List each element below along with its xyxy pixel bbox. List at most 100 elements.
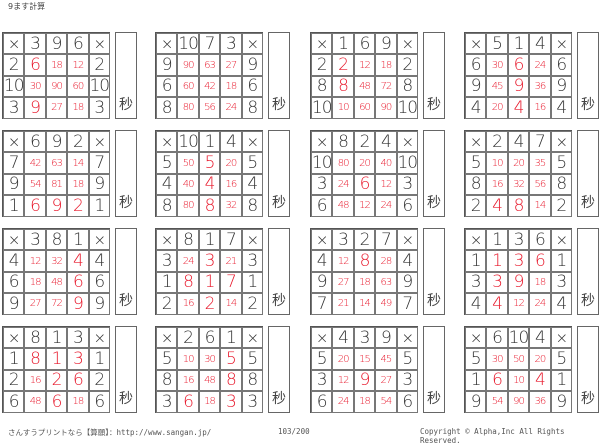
answer-cell[interactable]: 6: [67, 369, 89, 392]
answer-cell[interactable]: 48: [332, 195, 354, 217]
answer-cell[interactable]: 80: [177, 97, 199, 119]
answer-cell[interactable]: 1: [198, 271, 221, 294]
answer-cell[interactable]: 3: [220, 391, 242, 413]
answer-cell[interactable]: 50: [177, 152, 199, 174]
answer-cell[interactable]: 56: [529, 173, 551, 196]
answer-cell[interactable]: 18: [198, 391, 221, 413]
answer-cell[interactable]: 8: [353, 250, 376, 272]
answer-cell[interactable]: 30: [198, 348, 221, 370]
answer-cell[interactable]: 9: [507, 271, 530, 294]
answer-cell[interactable]: 60: [177, 75, 199, 98]
answer-cell[interactable]: 28: [375, 250, 397, 272]
answer-cell[interactable]: 24: [332, 391, 354, 413]
answer-cell[interactable]: 1: [45, 348, 68, 370]
answer-cell[interactable]: 24: [332, 173, 354, 196]
answer-cell[interactable]: 18: [220, 75, 242, 98]
answer-cell[interactable]: 36: [529, 75, 551, 98]
seconds-box[interactable]: 秒: [577, 326, 599, 413]
answer-cell[interactable]: 18: [353, 271, 376, 294]
answer-cell[interactable]: 3: [67, 348, 89, 370]
answer-cell[interactable]: 24: [220, 97, 242, 119]
answer-cell[interactable]: 56: [198, 97, 221, 119]
seconds-box[interactable]: 秒: [423, 130, 445, 217]
answer-cell[interactable]: 14: [220, 293, 242, 315]
answer-cell[interactable]: 24: [177, 250, 199, 272]
answer-cell[interactable]: 24: [375, 195, 397, 217]
answer-cell[interactable]: 16: [220, 173, 242, 196]
answer-cell[interactable]: 54: [486, 391, 508, 413]
answer-cell[interactable]: 40: [177, 173, 199, 196]
answer-cell[interactable]: 12: [332, 250, 354, 272]
answer-cell[interactable]: 9: [353, 369, 376, 392]
answer-cell[interactable]: 54: [375, 391, 397, 413]
answer-cell[interactable]: 90: [375, 97, 397, 119]
answer-cell[interactable]: 16: [177, 293, 199, 315]
answer-cell[interactable]: 42: [24, 152, 46, 174]
answer-cell[interactable]: 2: [198, 293, 221, 315]
answer-cell[interactable]: 6: [177, 391, 199, 413]
answer-cell[interactable]: 12: [353, 54, 376, 76]
answer-cell[interactable]: 18: [45, 54, 68, 76]
seconds-box[interactable]: 秒: [423, 326, 445, 413]
answer-cell[interactable]: 9: [45, 195, 68, 217]
answer-cell[interactable]: 60: [67, 75, 89, 98]
answer-cell[interactable]: 6: [486, 369, 508, 392]
answer-cell[interactable]: 9: [67, 293, 89, 315]
answer-cell[interactable]: 4: [486, 293, 508, 315]
answer-cell[interactable]: 90: [507, 391, 530, 413]
answer-cell[interactable]: 20: [486, 97, 508, 119]
answer-cell[interactable]: 4: [507, 97, 530, 119]
answer-cell[interactable]: 6: [67, 271, 89, 294]
seconds-box[interactable]: 秒: [577, 228, 599, 315]
answer-cell[interactable]: 10: [177, 348, 199, 370]
answer-cell[interactable]: 18: [67, 173, 89, 196]
answer-cell[interactable]: 27: [375, 369, 397, 392]
answer-cell[interactable]: 81: [45, 173, 68, 196]
answer-cell[interactable]: 24: [529, 293, 551, 315]
seconds-box[interactable]: 秒: [423, 32, 445, 119]
answer-cell[interactable]: 6: [24, 54, 46, 76]
answer-cell[interactable]: 63: [375, 271, 397, 294]
answer-cell[interactable]: 54: [24, 173, 46, 196]
answer-cell[interactable]: 3: [486, 271, 508, 294]
answer-cell[interactable]: 63: [45, 152, 68, 174]
seconds-box[interactable]: 秒: [115, 326, 137, 413]
answer-cell[interactable]: 18: [375, 54, 397, 76]
seconds-box[interactable]: 秒: [115, 130, 137, 217]
answer-cell[interactable]: 10: [486, 152, 508, 174]
answer-cell[interactable]: 48: [353, 75, 376, 98]
answer-cell[interactable]: 45: [486, 75, 508, 98]
answer-cell[interactable]: 50: [507, 348, 530, 370]
answer-cell[interactable]: 1: [486, 250, 508, 272]
answer-cell[interactable]: 40: [375, 152, 397, 174]
answer-cell[interactable]: 45: [375, 348, 397, 370]
answer-cell[interactable]: 18: [67, 97, 89, 119]
answer-cell[interactable]: 6: [529, 250, 551, 272]
seconds-box[interactable]: 秒: [115, 32, 137, 119]
answer-cell[interactable]: 20: [353, 152, 376, 174]
answer-cell[interactable]: 21: [220, 250, 242, 272]
answer-cell[interactable]: 30: [486, 348, 508, 370]
answer-cell[interactable]: 8: [507, 195, 530, 217]
seconds-box[interactable]: 秒: [268, 228, 290, 315]
answer-cell[interactable]: 30: [24, 75, 46, 98]
answer-cell[interactable]: 8: [177, 271, 199, 294]
answer-cell[interactable]: 4: [486, 195, 508, 217]
answer-cell[interactable]: 16: [24, 369, 46, 392]
answer-cell[interactable]: 6: [507, 54, 530, 76]
answer-cell[interactable]: 6: [24, 195, 46, 217]
seconds-box[interactable]: 秒: [268, 130, 290, 217]
answer-cell[interactable]: 2: [45, 369, 68, 392]
answer-cell[interactable]: 8: [220, 369, 242, 392]
answer-cell[interactable]: 5: [198, 152, 221, 174]
answer-cell[interactable]: 8: [198, 195, 221, 217]
answer-cell[interactable]: 20: [332, 348, 354, 370]
seconds-box[interactable]: 秒: [577, 32, 599, 119]
answer-cell[interactable]: 48: [24, 391, 46, 413]
answer-cell[interactable]: 27: [45, 97, 68, 119]
answer-cell[interactable]: 3: [507, 250, 530, 272]
answer-cell[interactable]: 14: [67, 152, 89, 174]
seconds-box[interactable]: 秒: [268, 32, 290, 119]
answer-cell[interactable]: 80: [177, 195, 199, 217]
answer-cell[interactable]: 20: [507, 152, 530, 174]
